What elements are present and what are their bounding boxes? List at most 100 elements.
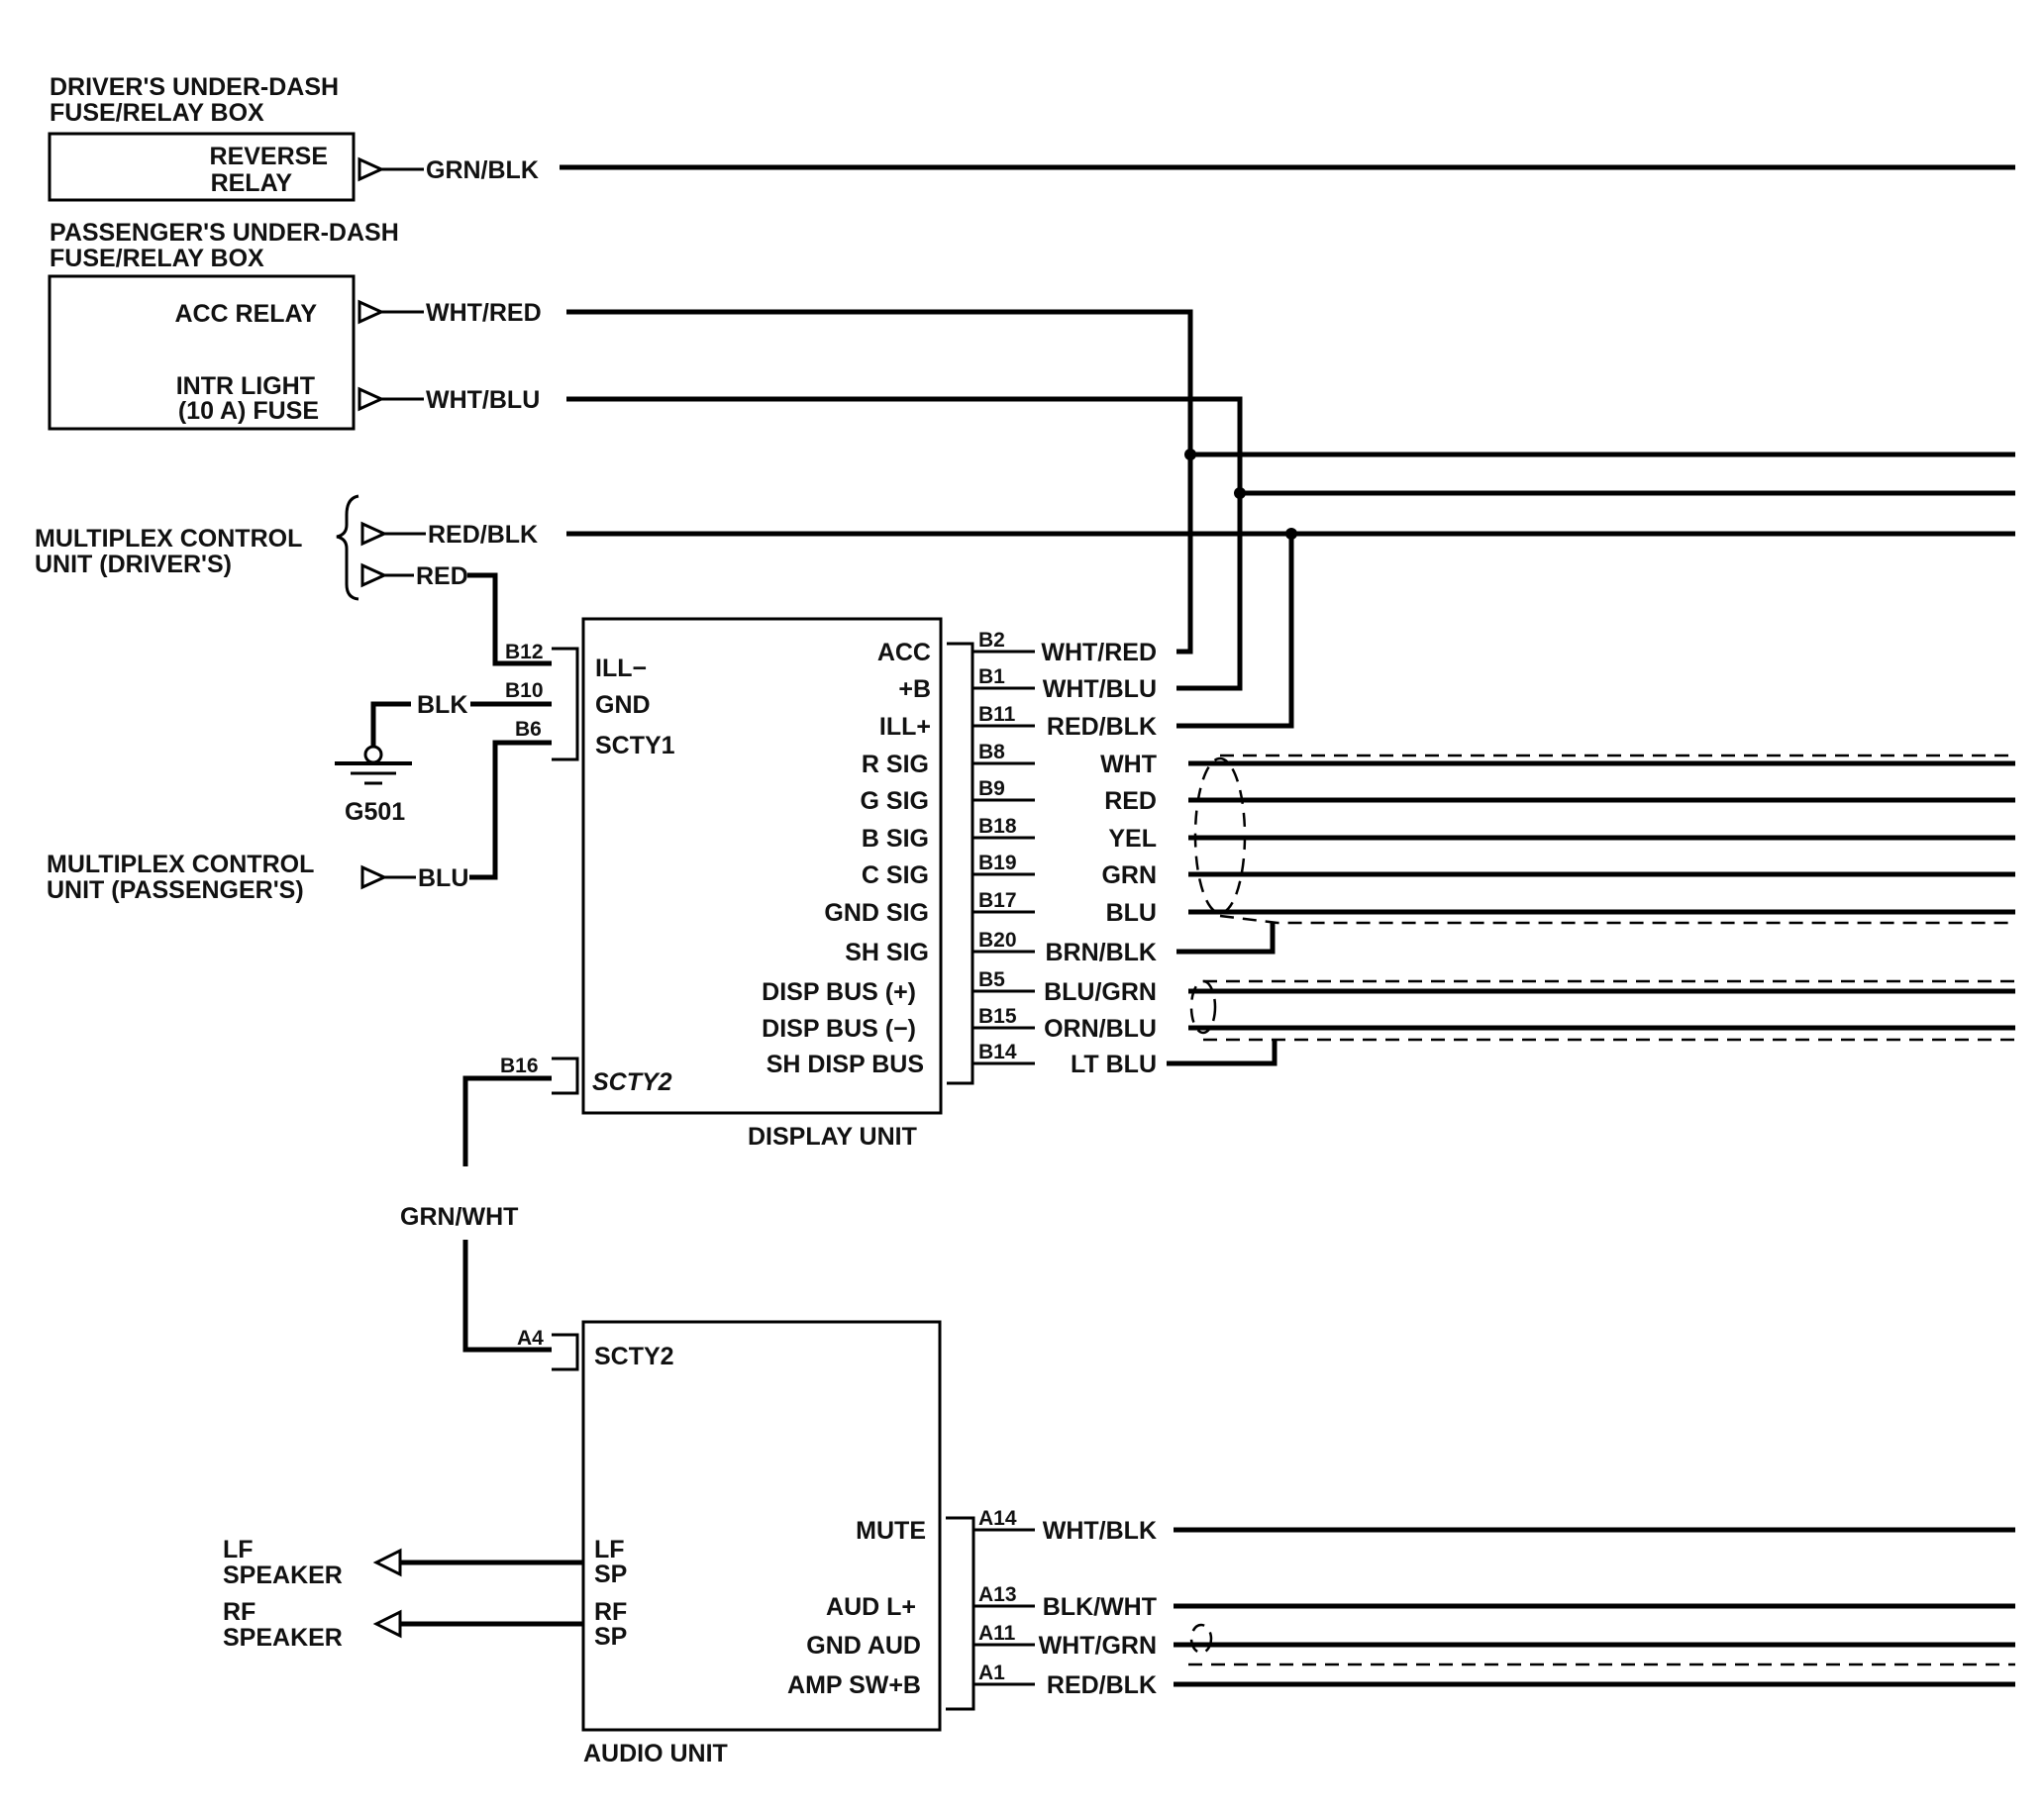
display-terminal-6: C SIG xyxy=(862,861,929,889)
mcu-passenger-label-2: UNIT (PASSENGER'S) xyxy=(47,876,304,904)
audio-wire-label-2: WHT/GRN xyxy=(1039,1632,1157,1660)
audio-unit-title: AUDIO UNIT xyxy=(583,1740,728,1767)
wire-sh-sig xyxy=(1176,923,1276,955)
audio-terminal-lf: LF xyxy=(594,1536,625,1563)
display-pin-11: B14 xyxy=(978,1041,1017,1063)
splice-dot xyxy=(1285,528,1297,540)
mcu-driver-label-2: UNIT (DRIVER'S) xyxy=(35,551,232,578)
wire-label-wht-red: WHT/RED xyxy=(426,299,542,327)
display-pin-2: B11 xyxy=(978,703,1016,726)
display-wire-label-5: YEL xyxy=(1108,825,1157,853)
display-pin-5: B18 xyxy=(978,815,1017,838)
drivers-fuse-box-title-1: DRIVER'S UNDER-DASH xyxy=(50,73,339,101)
intr-light-label-1: INTR LIGHT xyxy=(176,372,315,400)
connector-arrow-icon xyxy=(360,562,388,588)
display-terminal-2: ILL+ xyxy=(879,713,931,741)
wire-label-red: RED xyxy=(416,562,468,590)
display-terminal-10: DISP BUS (−) xyxy=(762,1015,916,1043)
wire-sh-disp-bus xyxy=(1167,1040,1278,1066)
display-pin-7: B17 xyxy=(978,889,1017,912)
terminal-scty2: SCTY2 xyxy=(592,1068,672,1096)
wire-label-blu: BLU xyxy=(418,864,468,892)
display-wire-label-6: GRN xyxy=(1101,861,1157,889)
display-connector-scty2 xyxy=(552,1057,579,1095)
display-connector-left xyxy=(552,647,579,761)
lf-speaker-label-2: SPEAKER xyxy=(223,1562,343,1589)
shield-ellipse-audio xyxy=(1189,1623,1213,1655)
splice-dot xyxy=(1234,487,1246,499)
display-wire-label-2: RED/BLK xyxy=(1047,713,1157,741)
display-wire-label-9: BLU/GRN xyxy=(1044,978,1157,1006)
display-wire-label-4: RED xyxy=(1104,787,1157,815)
audio-terminal-rf: RF xyxy=(594,1598,627,1626)
passengers-fuse-box-title-2: FUSE/RELAY BOX xyxy=(50,245,264,272)
pin-b12: B12 xyxy=(505,641,544,663)
display-terminal-4: G SIG xyxy=(861,787,929,815)
audio-pin-3: A1 xyxy=(978,1662,1005,1684)
shield-audio xyxy=(1188,1603,2015,1666)
display-wire-label-0: WHT/RED xyxy=(1041,639,1157,666)
display-pin-0: B2 xyxy=(978,629,1005,652)
audio-terminal-2: GND AUD xyxy=(806,1632,921,1660)
display-pin-1: B1 xyxy=(978,665,1005,688)
connector-arrow-icon xyxy=(360,521,388,547)
audio-pin-1: A13 xyxy=(978,1583,1017,1606)
mcu-driver-label-1: MULTIPLEX CONTROL xyxy=(35,525,302,553)
wire-label-red-blk: RED/BLK xyxy=(428,521,538,549)
display-unit-title: DISPLAY UNIT xyxy=(748,1123,917,1151)
display-pin-6: B19 xyxy=(978,852,1017,874)
display-wire-label-1: WHT/BLU xyxy=(1043,675,1157,703)
display-terminal-1: +B xyxy=(898,675,931,703)
wire-mcu-passenger xyxy=(469,740,552,880)
audio-pin-2: A11 xyxy=(978,1622,1016,1645)
pin-b16: B16 xyxy=(500,1055,539,1077)
pin-a4: A4 xyxy=(517,1327,544,1350)
rf-speaker-label-1: RF xyxy=(223,1598,256,1626)
reverse-relay-label-2: RELAY xyxy=(211,169,293,197)
speaker-arrow-icon xyxy=(372,1609,402,1639)
connector-brace xyxy=(336,494,359,601)
audio-terminal-scty2: SCTY2 xyxy=(594,1343,674,1370)
display-wire-label-7: BLU xyxy=(1106,899,1157,927)
terminal-scty1: SCTY1 xyxy=(595,732,675,759)
wire-ill-plus xyxy=(1176,534,1294,729)
audio-wire-label-3: RED/BLK xyxy=(1047,1671,1157,1699)
drivers-fuse-box xyxy=(48,132,356,202)
ground-label: G501 xyxy=(345,798,405,826)
display-pin-10: B15 xyxy=(978,1005,1017,1028)
audio-terminal-1: AUD L+ xyxy=(826,1593,916,1621)
display-terminal-0: ACC xyxy=(877,639,931,666)
audio-terminal-0: MUTE xyxy=(856,1517,926,1545)
display-wire-label-11: LT BLU xyxy=(1071,1051,1157,1078)
wire-scty-link-bottom xyxy=(462,1240,552,1353)
wire-label-wht-blu: WHT/BLU xyxy=(426,386,540,414)
display-terminal-7: GND SIG xyxy=(824,899,929,927)
wire-label-grn-blk: GRN/BLK xyxy=(426,156,539,184)
ground-terminal-icon xyxy=(363,745,383,764)
lf-speaker-label-1: LF xyxy=(223,1536,254,1563)
shield-rgb xyxy=(1219,754,2015,925)
display-terminal-8: SH SIG xyxy=(845,939,929,966)
pin-b6: B6 xyxy=(515,718,542,741)
display-right-wires: WHT/REDWHT/BLURED/BLKWHTREDYELGRNBLUBRN/… xyxy=(972,639,2015,1078)
connector-arrow-icon xyxy=(360,864,388,890)
terminal-gnd: GND xyxy=(595,691,651,719)
intr-light-label-2: (10 A) FUSE xyxy=(178,397,319,425)
passengers-fuse-box-title-1: PASSENGER'S UNDER-DASH xyxy=(50,219,399,247)
display-terminal-11: SH DISP BUS xyxy=(766,1051,924,1078)
rf-speaker-label-2: SPEAKER xyxy=(223,1624,343,1652)
display-pin-3: B8 xyxy=(978,741,1005,763)
wire-label-grn-wht: GRN/WHT xyxy=(400,1203,518,1231)
mcu-passenger-label-1: MULTIPLEX CONTROL xyxy=(47,851,314,878)
connector-arrow-icon xyxy=(358,386,385,412)
reverse-relay-label-1: REVERSE xyxy=(210,143,328,170)
wire-mcu-driver-red xyxy=(467,572,552,666)
wire-ground xyxy=(370,701,411,752)
audio-connector-right xyxy=(946,1516,975,1711)
audio-pin-0: A14 xyxy=(978,1507,1017,1530)
speaker-arrow-icon xyxy=(372,1548,402,1577)
